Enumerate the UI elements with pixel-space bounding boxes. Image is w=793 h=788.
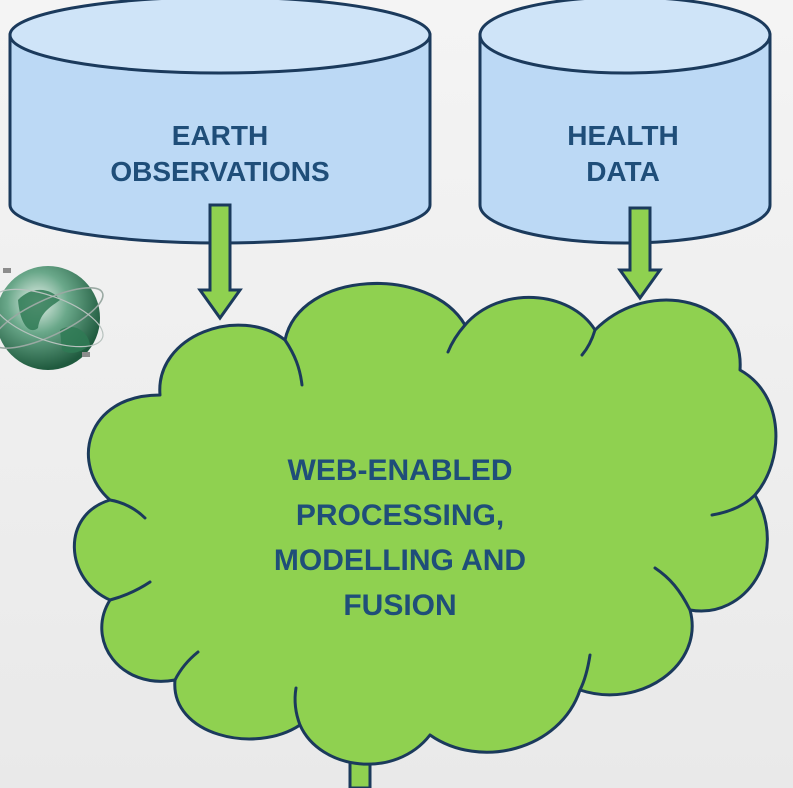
processing-line-2: PROCESSING, <box>295 499 505 532</box>
earth-to-processing-arrow <box>197 203 243 321</box>
health-data-cylinder <box>478 0 772 245</box>
earth-observations-label: EARTH OBSERVATIONS <box>40 118 400 190</box>
earth-observations-line-2: OBSERVATIONS <box>110 156 330 187</box>
health-data-line-1: HEALTH <box>567 120 679 151</box>
health-to-processing-arrow <box>617 206 663 301</box>
health-data-label: HEALTH DATA <box>488 118 758 190</box>
processing-line-1: WEB-ENABLED <box>287 454 513 487</box>
earth-observations-cylinder <box>8 0 432 245</box>
cloud-interior-arcs <box>108 323 757 727</box>
earth-observations-line-1: EARTH <box>171 120 269 151</box>
processing-label: WEB-ENABLED PROCESSING, MODELLING AND FU… <box>170 448 630 628</box>
globe-icon <box>0 266 104 370</box>
processing-line-3: MODELLING AND <box>273 544 527 577</box>
processing-output-arrow <box>348 760 372 788</box>
processing-line-4: FUSION <box>343 589 457 622</box>
health-data-line-2: DATA <box>586 156 660 187</box>
